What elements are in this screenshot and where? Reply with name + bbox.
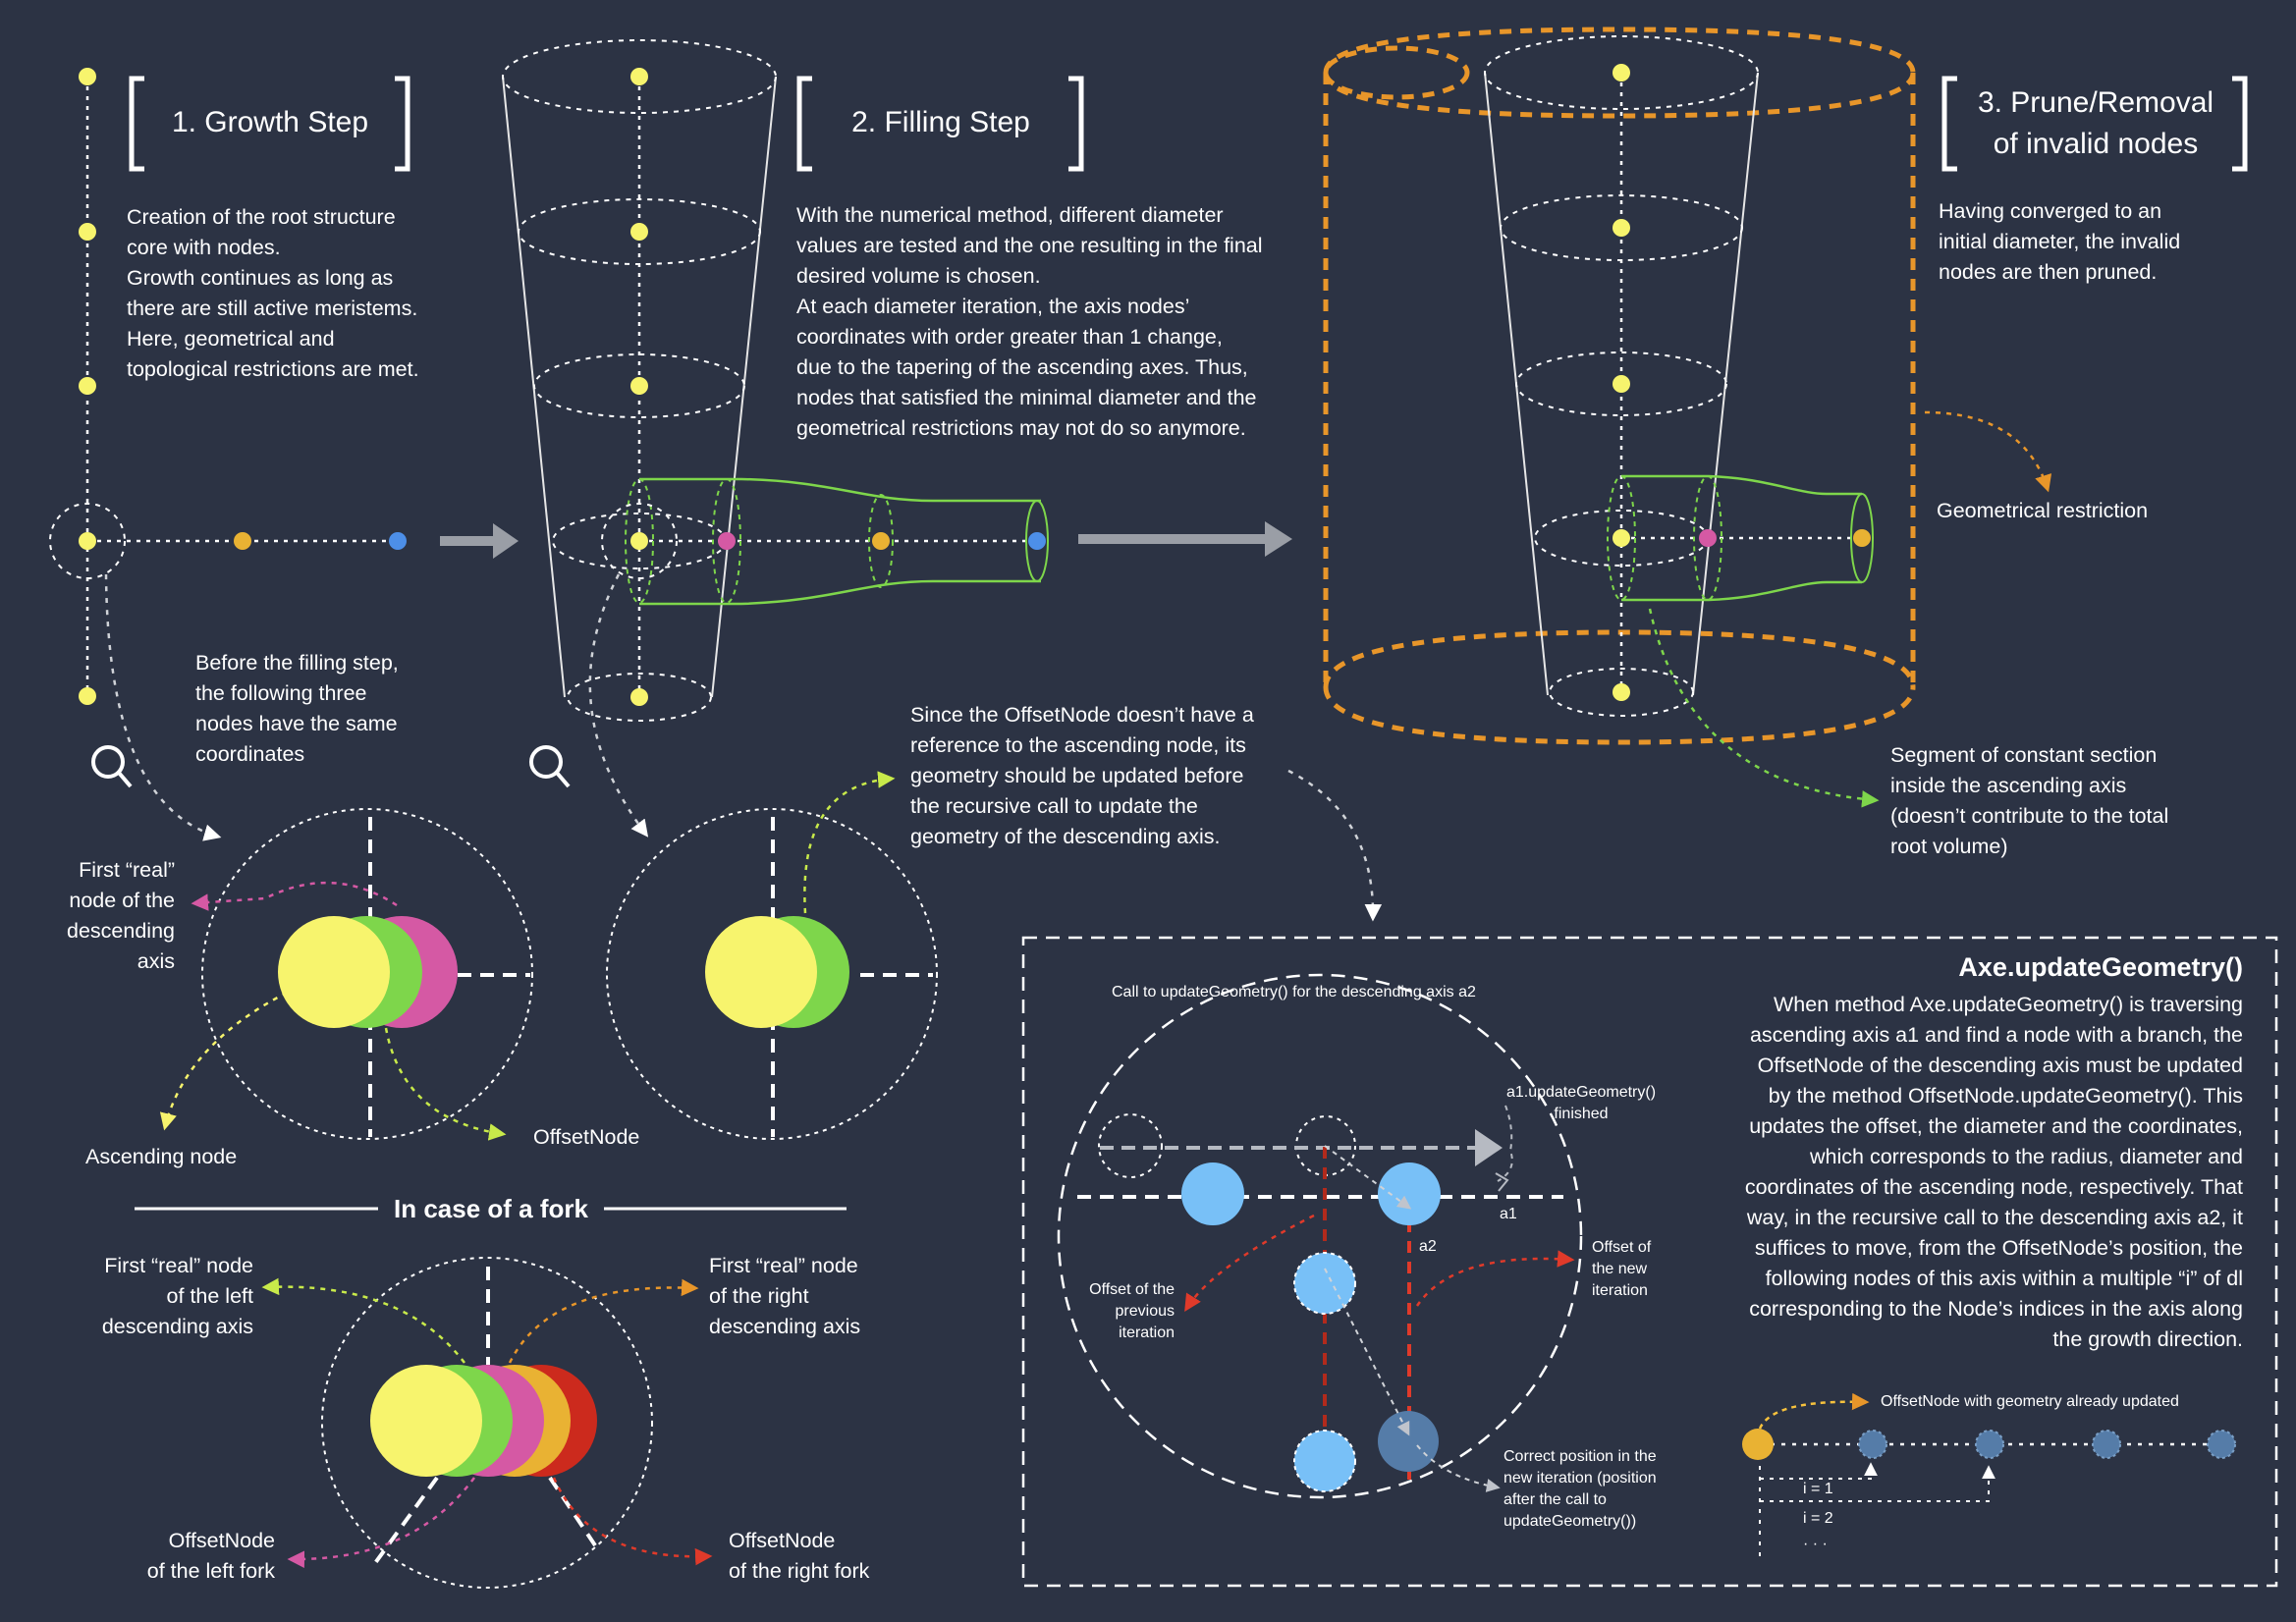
index-i1-label: i = 1 xyxy=(1803,1481,1833,1497)
title-brackets xyxy=(129,76,2248,172)
root-node xyxy=(79,377,96,395)
before-filling-label: Before the filling step, the following t… xyxy=(195,651,399,766)
offset-node-label: OffsetNode xyxy=(533,1125,640,1149)
first-real-node-label: First “real” node of the descending axis xyxy=(67,858,175,973)
update-geometry-panel xyxy=(1021,936,2278,1588)
ascending-node-label: Ascending node xyxy=(85,1145,238,1168)
a2-label: a2 xyxy=(1419,1238,1437,1255)
node-index-row xyxy=(1742,1392,2236,1561)
offset-new-label: Offset of the new iteration xyxy=(1592,1239,1652,1299)
root-node xyxy=(79,223,96,241)
magnifier-icon xyxy=(529,745,571,788)
index-ellipsis: · · · xyxy=(1803,1536,1828,1552)
step-text-prune: Having converged to an initial diameter,… xyxy=(1939,199,2181,284)
fork-left-offset-label: OffsetNode of the left fork xyxy=(146,1529,275,1583)
update-geometry-title: Axe.updateGeometry() xyxy=(1958,952,2243,982)
arrow-right-icon xyxy=(440,523,519,559)
root-node xyxy=(79,68,96,85)
fork-right-offset-label: OffsetNode of the right fork xyxy=(729,1529,870,1583)
correct-position-label: Correct position in the new iteration (p… xyxy=(1503,1448,1657,1530)
fork-title: In case of a fork xyxy=(394,1194,588,1223)
arrow-geometrical-restriction xyxy=(1924,410,2052,493)
a1-finished-label: a1.updateGeometry() finished xyxy=(1505,1084,1657,1122)
update-geometry-diagram xyxy=(1057,973,1583,1499)
fork-right-first-label: First “real” node of the right descendin… xyxy=(709,1254,861,1338)
index-i2-label: i = 2 xyxy=(1803,1510,1833,1527)
zoom-circle-branch xyxy=(159,808,533,1141)
step-title-growth: 1. Growth Step xyxy=(171,106,369,138)
lateral-node xyxy=(234,532,251,550)
fork-left-first-label: First “real” node of the left descending… xyxy=(101,1254,253,1338)
zoom-circle-fork xyxy=(261,1257,713,1589)
offsetnode-updated-label: OffsetNode with geometry already updated xyxy=(1881,1393,2179,1410)
step-title-filling: 2. Filling Step xyxy=(851,106,1030,138)
filling-step-diagram xyxy=(502,39,1049,722)
root-node xyxy=(79,687,96,705)
branch-node xyxy=(79,532,96,550)
segment-constant-label: Segment of constant section inside the a… xyxy=(1890,743,2169,858)
a1-label: a1 xyxy=(1500,1206,1517,1222)
growth-step-diagram xyxy=(49,68,407,705)
step-text-filling: With the numerical method, different dia… xyxy=(796,203,1263,440)
lateral-node xyxy=(389,532,407,550)
geometrical-restriction-label: Geometrical restriction xyxy=(1937,499,2149,522)
call-update-label: Call to updateGeometry() for the descend… xyxy=(1112,984,1476,1000)
prune-step-diagram xyxy=(1323,27,1916,745)
step-text-growth: Creation of the root structure core with… xyxy=(127,205,419,381)
arrow-right-icon xyxy=(1078,521,1292,557)
magnifier-icon xyxy=(91,745,133,788)
arrow-segment-constant xyxy=(1648,608,1880,808)
offset-previous-label: Offset of the previous iteration xyxy=(1089,1281,1175,1341)
update-geometry-description: When method Axe.updateGeometry() is trav… xyxy=(1744,993,2243,1351)
step-title-prune: 3. Prune/Removal of invalid nodes xyxy=(1977,86,2214,160)
offset-note-label: Since the OffsetNode doesn’t have a refe… xyxy=(910,703,1254,848)
zoom-circle-offset xyxy=(606,771,938,1140)
